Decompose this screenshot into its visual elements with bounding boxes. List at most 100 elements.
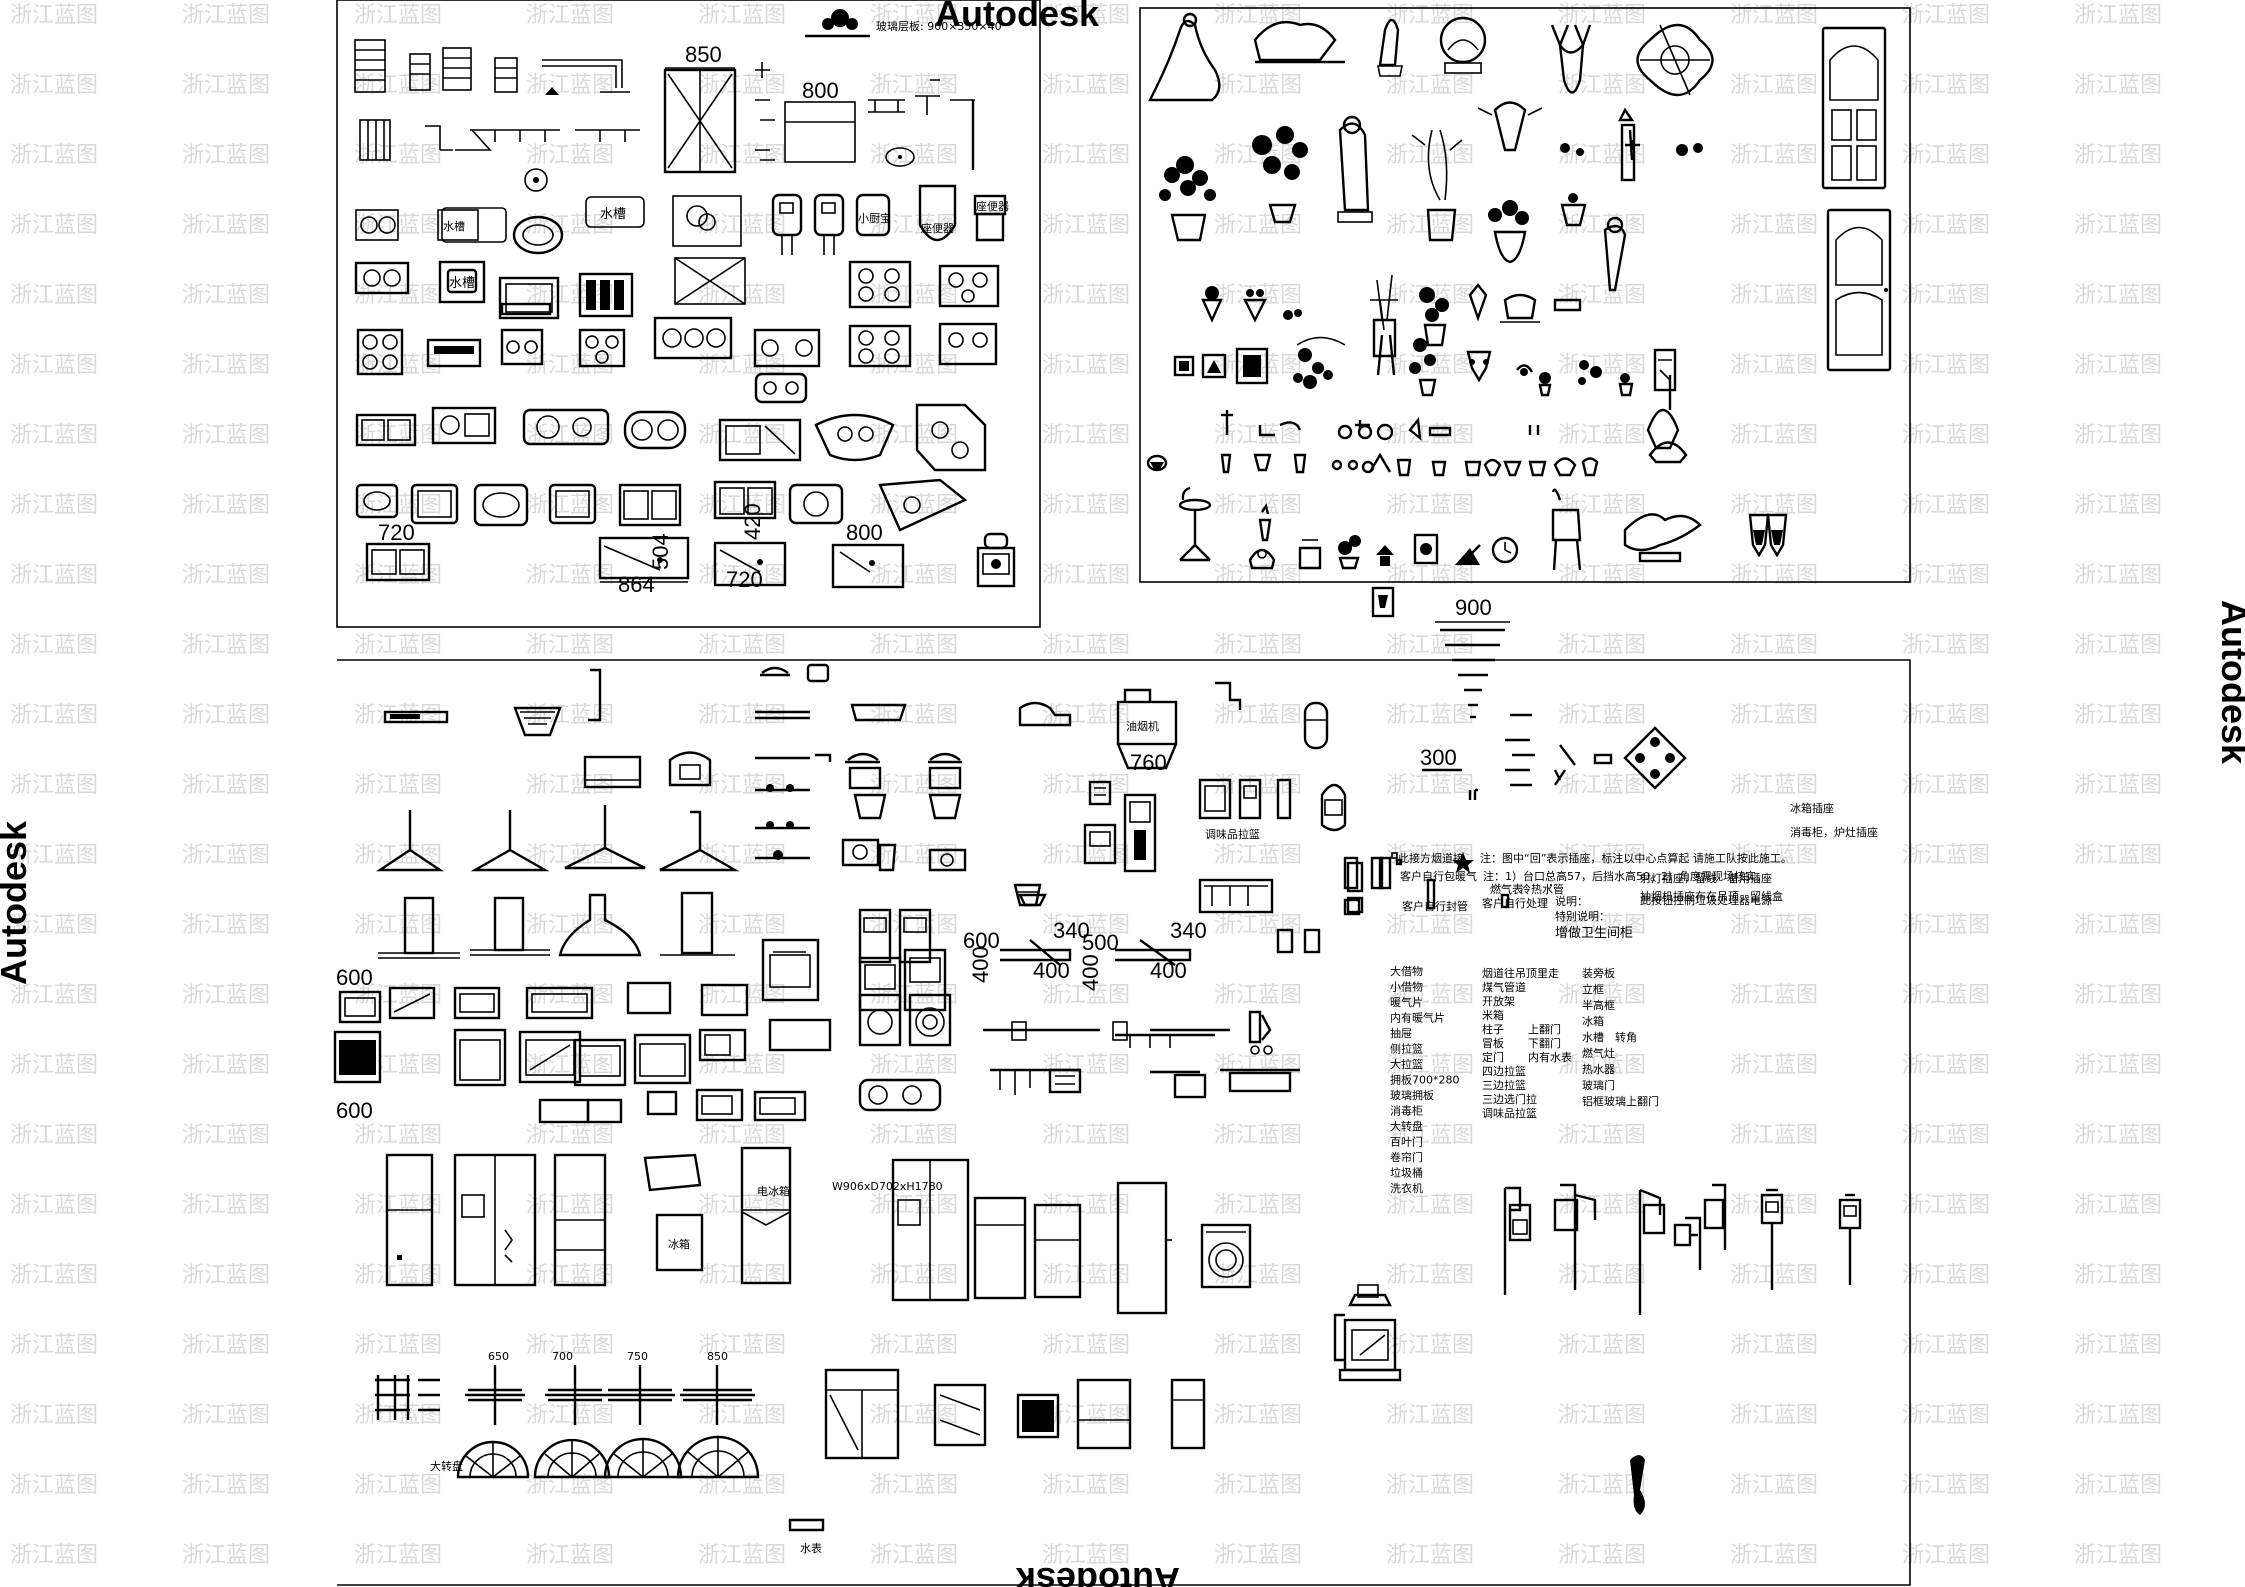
base-cabinet-elevations: 水表 [788, 1368, 1206, 1555]
watermark-text: 浙江蓝图 [1558, 423, 1646, 448]
watermark-text: 浙江蓝图 [1730, 1123, 1818, 1148]
bar-stools-and-items [1178, 486, 1788, 571]
faucet-symbols [868, 79, 975, 170]
label-sink-2: 水槽 [600, 207, 626, 222]
watermark-text: 浙江蓝图 [1730, 913, 1818, 938]
cooktop-row-2 [356, 316, 998, 404]
stove-cabinet-assembly [1333, 1284, 1402, 1382]
dim-700: 700 [552, 1350, 573, 1363]
watermark-text: 浙江蓝图 [1386, 1053, 1474, 1078]
dragon-ornament-symbol [1630, 1455, 1645, 1515]
watermark-text: 浙江蓝图 [698, 73, 786, 98]
dim-600b: 600 [336, 965, 373, 990]
legend-item: 大拉篮 [1390, 1057, 1423, 1071]
watermark-text: 浙江蓝图 [870, 563, 958, 588]
watermark-text: 浙江蓝图 [354, 843, 442, 868]
legend-item: 大转盘 [1390, 1119, 1423, 1133]
watermark-text: 浙江蓝图 [526, 143, 614, 168]
watermark-text: 浙江蓝图 [698, 423, 786, 448]
watermark-text: 浙江蓝图 [2074, 563, 2162, 588]
watermark-text: 浙江蓝图 [1386, 1543, 1474, 1568]
watermark-text: 浙江蓝图 [1558, 1403, 1646, 1428]
watermark-text: 浙江蓝图 [182, 1333, 270, 1358]
dim-340a: 340 [1053, 918, 1090, 943]
light-fixture-row [359, 119, 640, 192]
watermark-text: 浙江蓝图 [1214, 1123, 1302, 1148]
label-fridge-1: 冰箱 [668, 1237, 690, 1251]
watermark-text: 浙江蓝图 [182, 633, 270, 658]
watermark-text: 浙江蓝图 [182, 913, 270, 938]
watermark-text: 浙江蓝图 [1386, 703, 1474, 728]
dim-760: 760 [1130, 750, 1167, 775]
utensil-rail-symbols [990, 1010, 1300, 1099]
watermark-text: 浙江蓝图 [1386, 143, 1474, 168]
double-sink-row [355, 403, 987, 472]
watermark-text: 浙江蓝图 [1902, 143, 1990, 168]
legend-item: 冰箱 [1582, 1014, 1604, 1028]
watermark-text: 浙江蓝图 [10, 983, 98, 1008]
watermark-text: 浙江蓝图 [1730, 283, 1818, 308]
tabletop-items-row [1221, 375, 1688, 464]
brand-label-bottom: Autodesk [1015, 1560, 1180, 1587]
watermark-text: 浙江蓝图 [1558, 983, 1646, 1008]
label-desc-2: 特别说明： [1555, 909, 1610, 923]
watermark-text: 浙江蓝图 [10, 143, 98, 168]
legend-item: 内有暖气片 [1390, 1011, 1445, 1025]
watermark-text: 浙江蓝图 [1558, 1123, 1646, 1148]
watermark-text: 浙江蓝图 [698, 1403, 786, 1428]
watermark-text: 浙江蓝图 [1730, 1263, 1818, 1288]
watermark-text: 浙江蓝图 [1730, 1193, 1818, 1218]
watermark-text: 浙江蓝图 [1558, 1193, 1646, 1218]
legend-item: 大借物 [1390, 964, 1423, 978]
watermark-text: 浙江蓝图 [1386, 73, 1474, 98]
dim-850: 850 [707, 1350, 728, 1363]
watermark-text: 浙江蓝图 [354, 1193, 442, 1218]
label-self-handle: 客户自行处理 [1482, 896, 1548, 910]
label-bath-cabinet: 增做卫生间柜 [1555, 926, 1633, 941]
watermark-text: 浙江蓝图 [2074, 1263, 2162, 1288]
watermark-text: 浙江蓝图 [1558, 633, 1646, 658]
watermark-text: 浙江蓝图 [182, 1473, 270, 1498]
note-height: 注：1）台口总高57，后挡水高50。2）角度需现场核实。 [1483, 869, 1767, 883]
legend-item: 水槽 转角 [1582, 1030, 1637, 1044]
watermark-text: 浙江蓝图 [2074, 73, 2162, 98]
watermark-text: 浙江蓝图 [1902, 633, 1990, 658]
turntable-plan-symbols [456, 1435, 760, 1479]
legend-item: 装旁板 [1582, 966, 1615, 980]
watermark-text: 浙江蓝图 [182, 983, 270, 1008]
watermark-text: 浙江蓝图 [2074, 773, 2162, 798]
small-decor-row [1201, 274, 1582, 358]
watermark-text: 浙江蓝图 [870, 1193, 958, 1218]
watermark-text: 浙江蓝图 [1558, 493, 1646, 518]
watermark-text: 浙江蓝图 [1042, 563, 1130, 588]
watermark-text: 浙江蓝图 [1902, 1123, 1990, 1148]
watermark-text: 浙江蓝图 [1730, 1403, 1818, 1428]
watermark-text: 浙江蓝图 [1730, 3, 1818, 28]
watermark-text: 浙江蓝图 [1042, 493, 1130, 518]
watermark-text: 浙江蓝图 [526, 773, 614, 798]
label-toilet-2: 座便器 [976, 199, 1009, 213]
brand-label-left: Autodesk [0, 820, 34, 985]
turntable-symbols: 650 700 750 850 大转盘 [375, 1350, 760, 1479]
watermark-text: 浙江蓝图 [182, 423, 270, 448]
watermark-text: 浙江蓝图 [526, 633, 614, 658]
watermark-text: 浙江蓝图 [10, 843, 98, 868]
watermark-text: 浙江蓝图 [182, 1123, 270, 1148]
watermark-text: 浙江蓝图 [1214, 843, 1302, 868]
watermark-text: 浙江蓝图 [2074, 843, 2162, 868]
basin-row [355, 478, 968, 532]
watermark-text: 浙江蓝图 [526, 1053, 614, 1078]
watermark-text: 浙江蓝图 [698, 843, 786, 868]
small-wall-symbols [1276, 856, 1392, 954]
watermark-text: 浙江蓝图 [1730, 1473, 1818, 1498]
watermark-text: 浙江蓝图 [1730, 773, 1818, 798]
stair-symbol: 900 300 [1420, 595, 1687, 800]
watermark-text: 浙江蓝图 [1730, 983, 1818, 1008]
watermark-text: 浙江蓝图 [1730, 563, 1818, 588]
watermark-text: 浙江蓝图 [1386, 1123, 1474, 1148]
glass-shelf-note: 玻璃层板: 900×350×40 [876, 19, 1002, 33]
label-desc: 说明： [1555, 894, 1588, 908]
door-symbols [1821, 26, 1892, 372]
dimensioned-sinks: 720 864 504 720 420 800 [365, 503, 1016, 597]
range-hood-symbols [376, 668, 740, 959]
